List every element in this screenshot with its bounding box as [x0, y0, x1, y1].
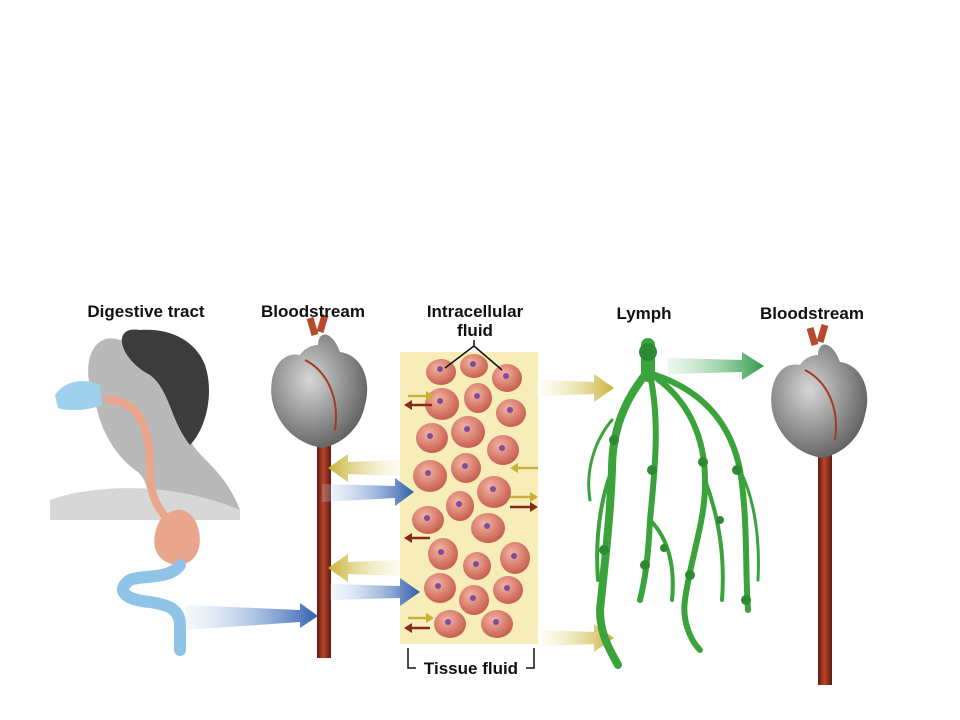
- arrow-tissue-to-blood-lower: [328, 554, 400, 582]
- cell: [416, 423, 448, 453]
- left-blood-vessel: [271, 314, 368, 658]
- digestive-system: [104, 396, 200, 656]
- arrow-lymph-to-blood: [668, 352, 764, 380]
- arrow-blood-to-tissue-upper: [322, 478, 414, 506]
- flow-arrows: [185, 352, 764, 652]
- intracellular-fluid-label: Intracellular fluid: [408, 302, 542, 340]
- cell: [451, 453, 481, 483]
- cell: [463, 552, 491, 580]
- cell: [477, 476, 511, 508]
- cell: [460, 354, 488, 378]
- bloodstream-right-label: Bloodstream: [760, 304, 864, 323]
- cell: [464, 383, 492, 413]
- intracellular-line2: fluid: [457, 321, 493, 340]
- arrow-intestine-to-blood: [185, 603, 318, 630]
- intracellular-bracket: [444, 340, 503, 371]
- arrow-tissue-to-lymph-upper: [542, 374, 614, 402]
- digestive-tract-label: Digestive tract: [87, 302, 205, 321]
- cell: [471, 513, 505, 543]
- cell: [493, 576, 523, 604]
- cell: [500, 542, 530, 574]
- arrow-tissue-to-blood-upper: [328, 454, 400, 482]
- lymph-label: Lymph: [616, 304, 672, 323]
- tissue-fluid-bracket: [407, 648, 535, 669]
- right-blood-vessel: [771, 324, 868, 685]
- lymph-vessels: [587, 338, 760, 669]
- cell: [413, 460, 447, 492]
- cell-exchange-arrows: [404, 391, 538, 633]
- cell: [492, 364, 522, 392]
- cell: [412, 506, 444, 534]
- bloodstream-left-label: Bloodstream: [261, 302, 365, 321]
- tissue-fluid-label: Tissue fluid: [423, 659, 519, 678]
- cell: [496, 399, 526, 427]
- cell: [481, 610, 513, 638]
- cell: [424, 573, 456, 603]
- arrow-blood-to-tissue-lower: [330, 578, 420, 606]
- cell: [451, 416, 485, 448]
- lymph-nodes: [599, 343, 751, 605]
- cells-group: [412, 354, 530, 638]
- arrow-tissue-to-lymph-lower: [542, 624, 614, 652]
- cell: [428, 538, 458, 570]
- cell: [434, 610, 466, 638]
- cell: [487, 435, 519, 465]
- intracellular-line1: Intracellular: [426, 302, 524, 321]
- cell: [459, 585, 489, 615]
- cell: [446, 491, 474, 521]
